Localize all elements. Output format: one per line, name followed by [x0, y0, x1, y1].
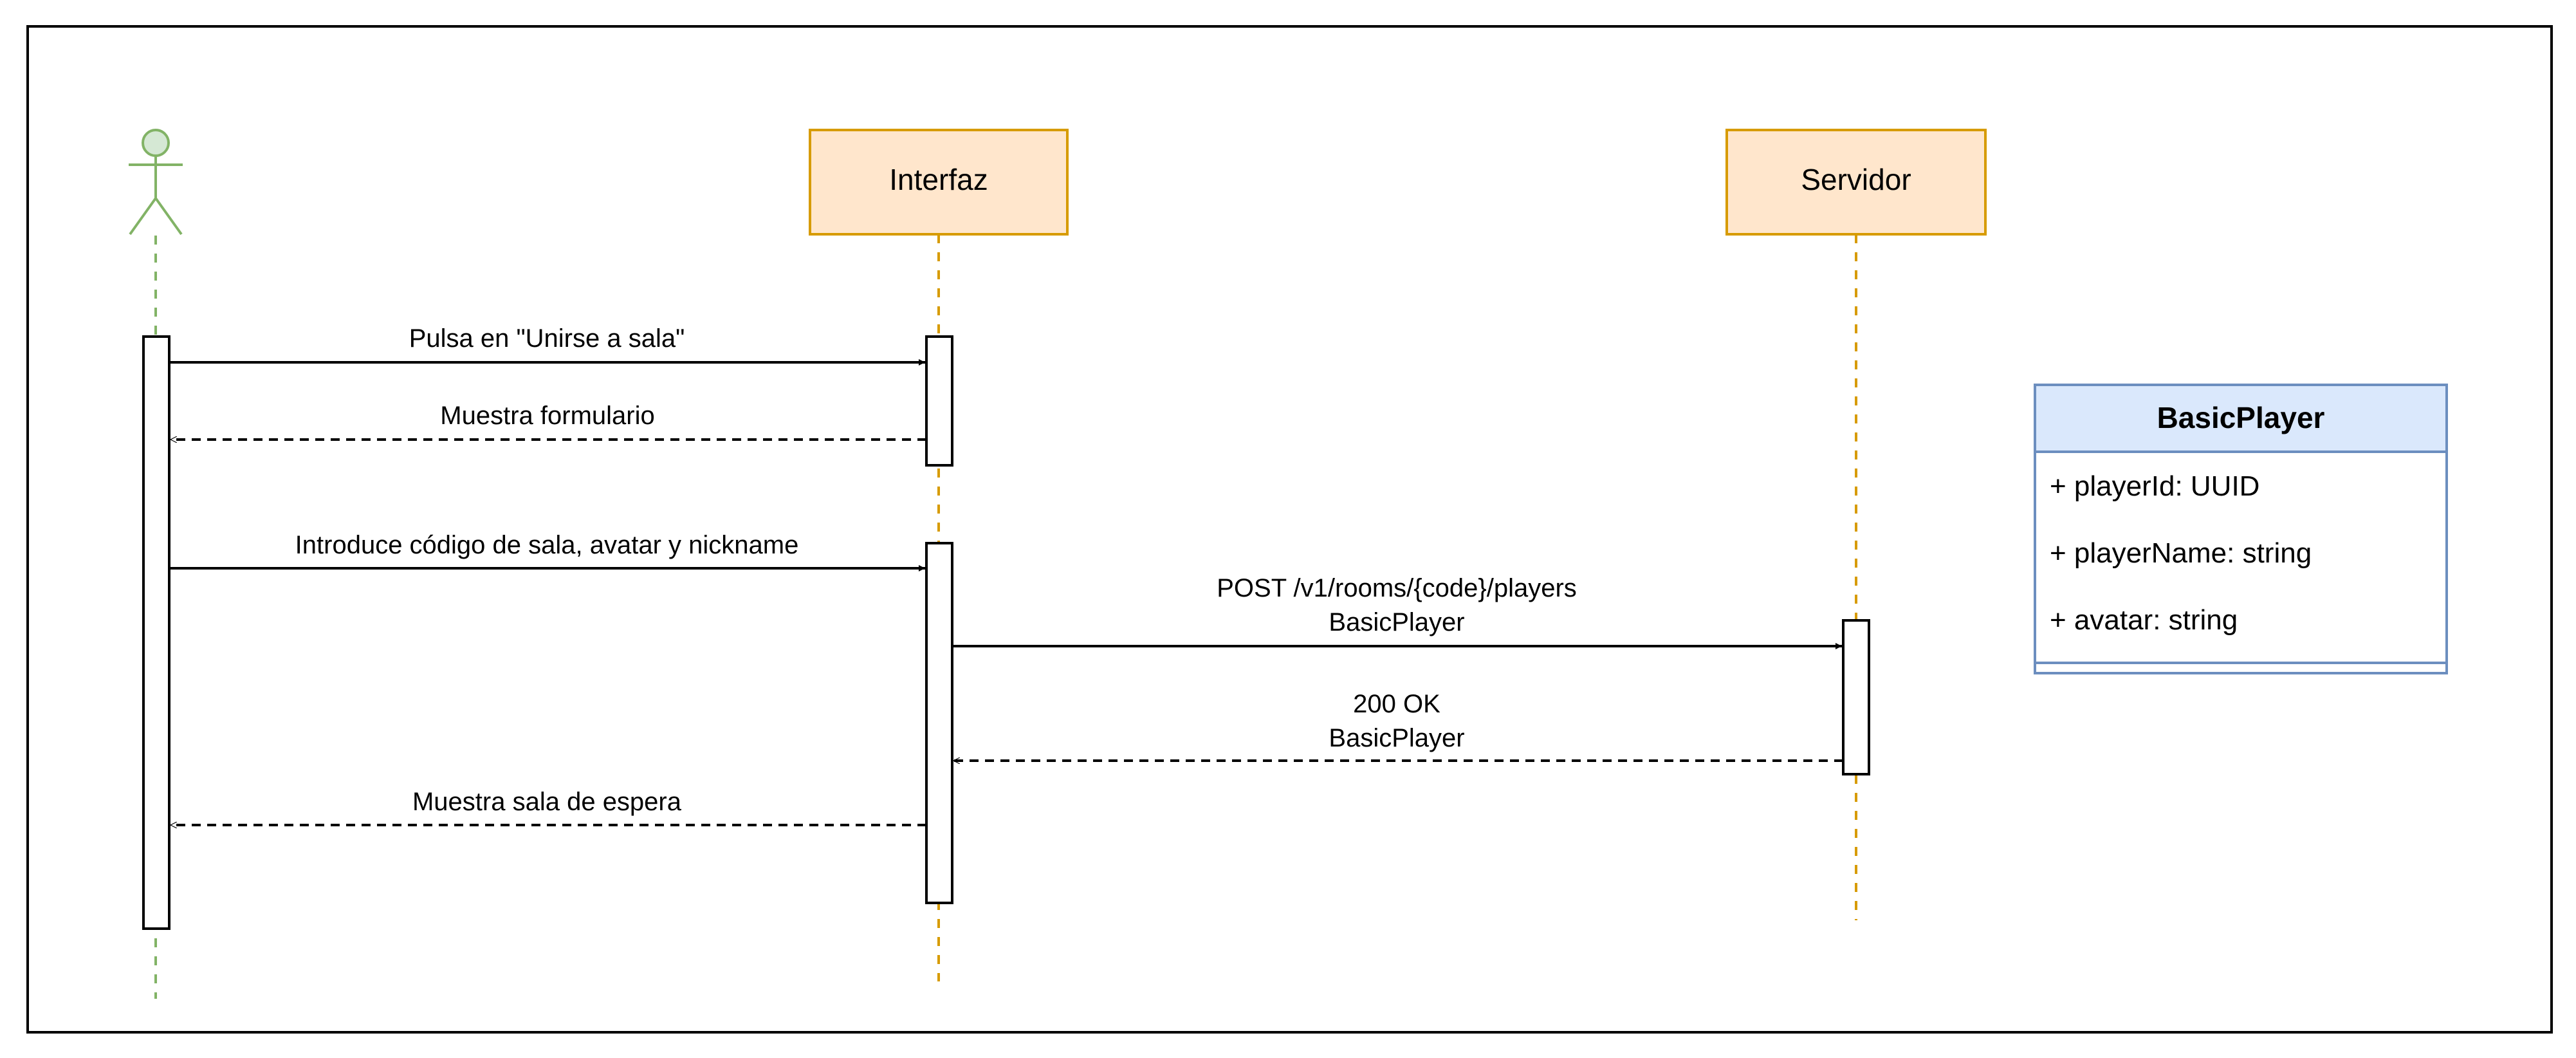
- class-box-name: BasicPlayer: [2157, 401, 2325, 434]
- actor: [129, 129, 183, 236]
- message-label: POST /v1/rooms/{code}/players: [1217, 574, 1577, 602]
- activation-interfaz-1: [925, 335, 953, 467]
- class-attribute: + playerName: string: [2050, 537, 2312, 569]
- message-label: Introduce código de sala, avatar y nickn…: [295, 531, 799, 559]
- participant-servidor-label: Servidor: [1801, 163, 1911, 196]
- actor-leg-right: [154, 197, 183, 236]
- message-label: BasicPlayer: [1329, 724, 1464, 752]
- activation-interfaz-2: [925, 542, 953, 904]
- message-label: Pulsa en "Unirse a sala": [409, 324, 685, 353]
- message-label: Muestra sala de espera: [412, 788, 682, 816]
- class-box-basicplayer: BasicPlayer + playerId: UUID + playerNam…: [2034, 384, 2448, 674]
- message-label: 200 OK: [1353, 690, 1440, 718]
- actor-head: [142, 129, 170, 157]
- participant-interfaz: Interfaz: [809, 129, 1069, 236]
- actor-leg-left: [129, 197, 157, 236]
- activation-actor: [142, 335, 170, 930]
- activation-servidor: [1842, 619, 1870, 775]
- class-attribute: + avatar: string: [2050, 604, 2238, 636]
- participant-interfaz-label: Interfaz: [889, 163, 988, 196]
- class-attribute: + playerId: UUID: [2050, 470, 2259, 502]
- class-box-header: [2034, 384, 2448, 453]
- message-label: Muestra formulario: [440, 402, 654, 430]
- message-label: BasicPlayer: [1329, 608, 1464, 636]
- participant-servidor: Servidor: [1725, 129, 1987, 236]
